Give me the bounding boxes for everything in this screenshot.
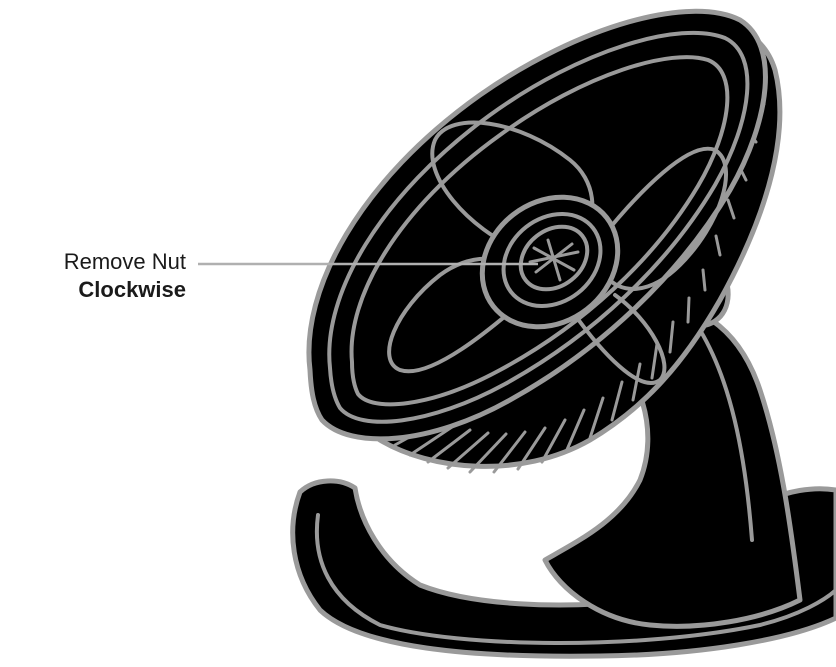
callout-label: Remove Nut Clockwise bbox=[0, 248, 186, 304]
callout-action-text: Remove Nut bbox=[0, 248, 186, 276]
callout-direction-text: Clockwise bbox=[0, 276, 186, 304]
